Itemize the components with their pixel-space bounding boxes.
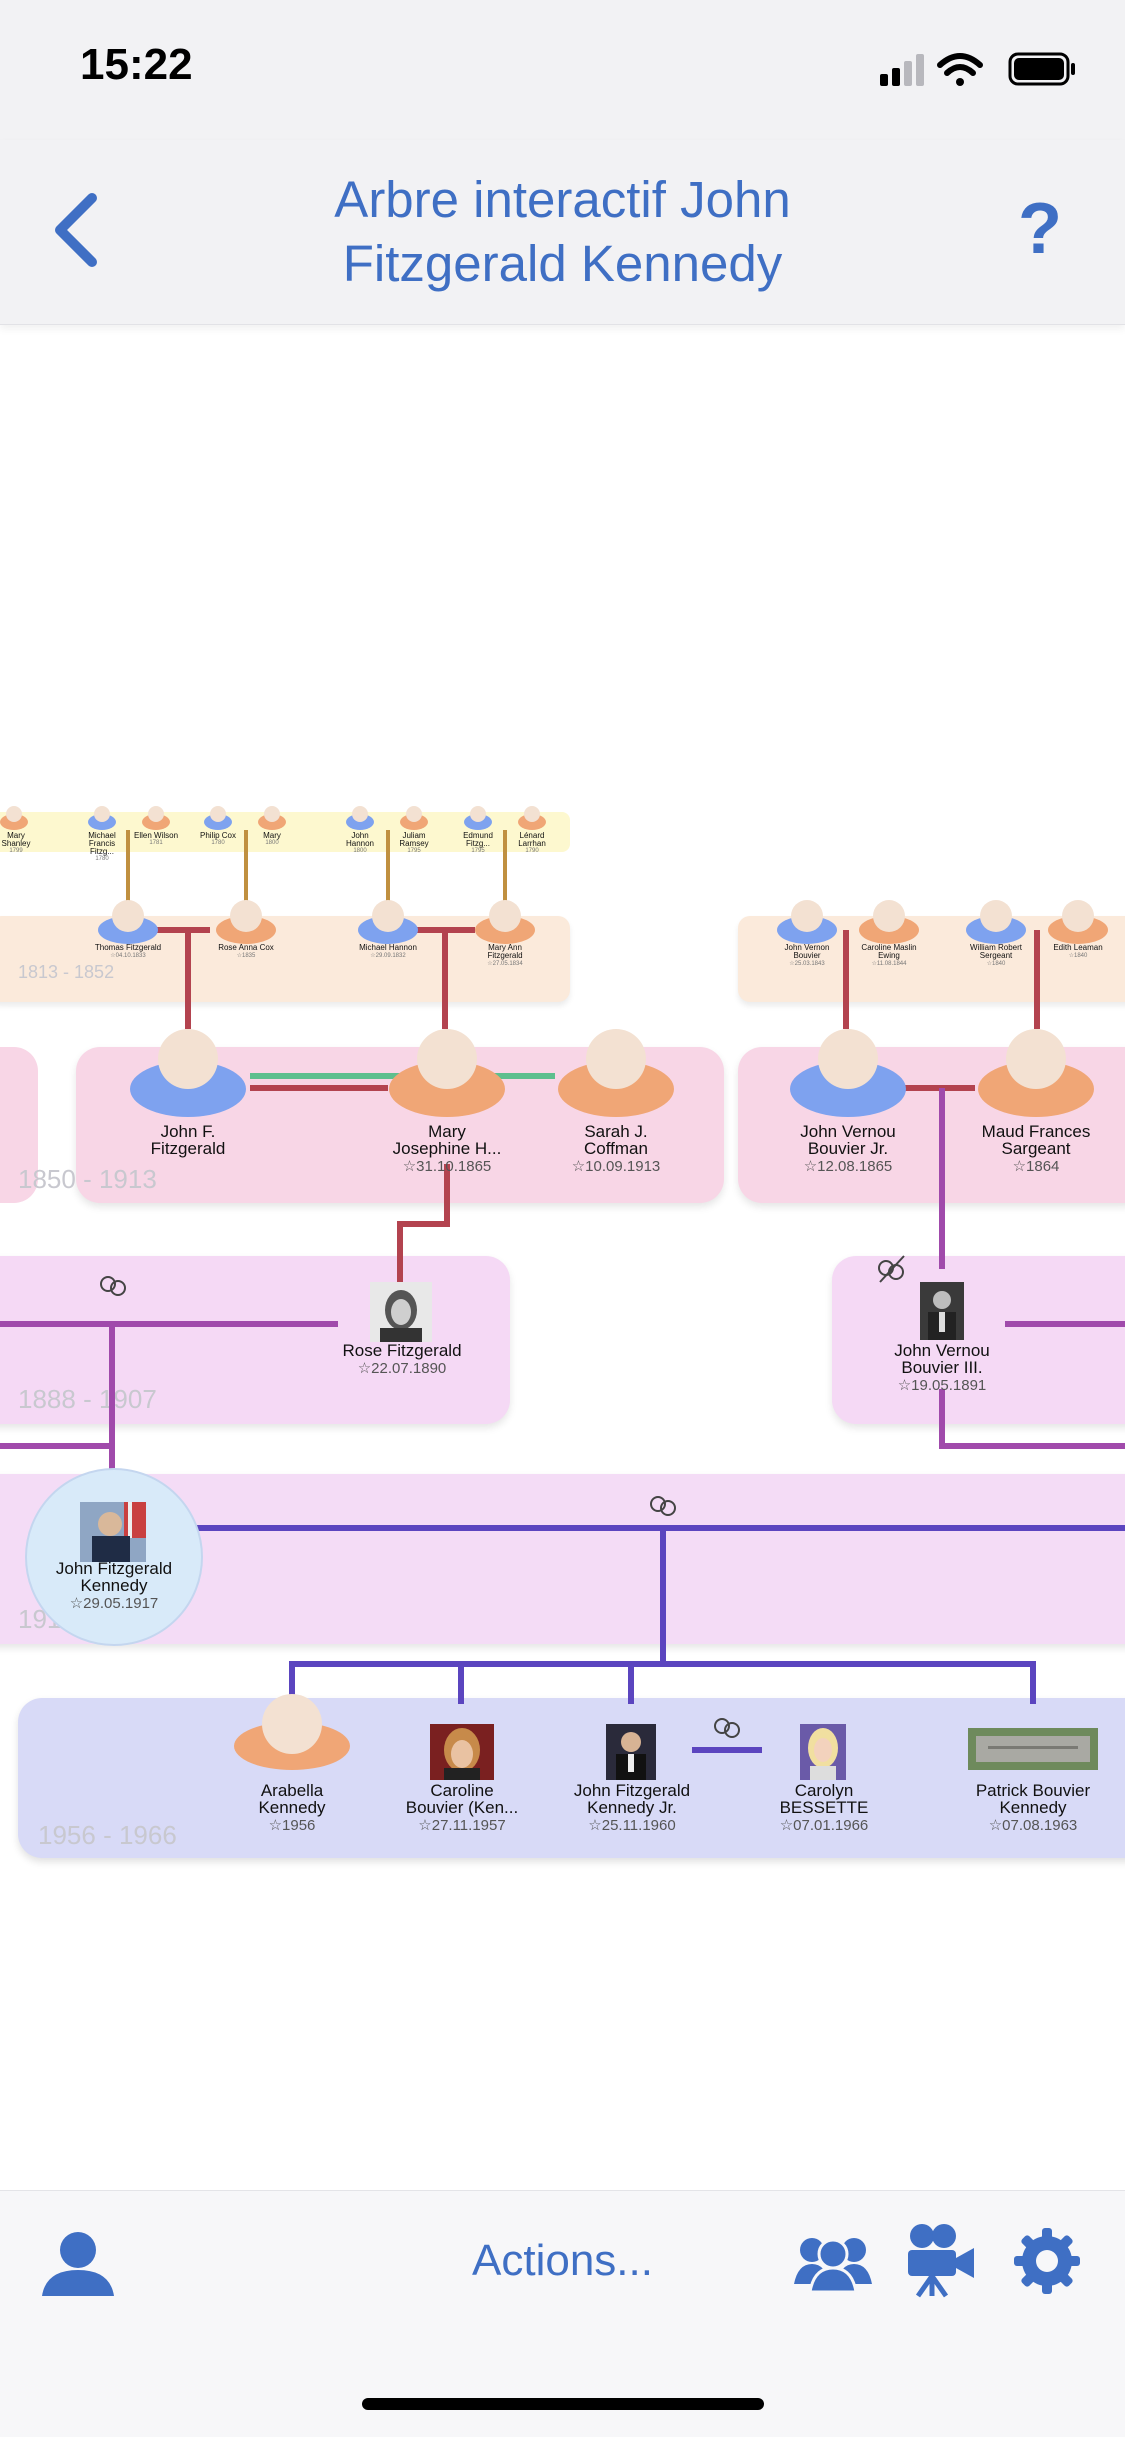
photo-rose-fitzgerald[interactable] <box>370 1282 432 1342</box>
female-avatar-icon <box>518 806 546 830</box>
group-icon[interactable] <box>794 2230 872 2292</box>
status-icons <box>880 52 1075 86</box>
male-avatar-icon <box>204 806 232 830</box>
generation-1-avatars <box>98 900 1108 944</box>
battery-icon <box>1008 52 1075 86</box>
family-tree-canvas[interactable]: 1813 - 1852 1850 - 1913 1888 - 1907 191 … <box>0 324 1125 2190</box>
female-avatar-icon <box>216 900 276 944</box>
person-michael-hannon[interactable]: Michael Hannon☆29.09.1832 <box>359 943 417 960</box>
generation-band-3-right <box>832 1256 1125 1424</box>
photo-john-fitzgerald-kennedy-jr[interactable] <box>606 1724 656 1780</box>
home-indicator[interactable] <box>362 2398 764 2410</box>
signal-icon <box>880 54 924 86</box>
wifi-icon <box>937 53 983 86</box>
actions-button[interactable]: Actions... <box>472 2236 653 2285</box>
person-rose-anna-cox[interactable]: Rose Anna Cox☆1835 <box>218 943 274 960</box>
female-avatar-icon <box>400 806 428 830</box>
generation-2-avatars <box>130 1029 1094 1117</box>
generation-years-1: 1813 - 1852 <box>18 962 115 982</box>
male-avatar-icon <box>346 806 374 830</box>
person-edith-leaman[interactable]: Edith Leaman☆1840 <box>1053 943 1103 960</box>
top-row-avatars <box>0 806 546 830</box>
person-william-robert-sergeant[interactable]: William Robert Sergeant☆1840 <box>969 943 1022 968</box>
navigation-bar <box>0 140 1125 325</box>
marriage-rings-icon <box>100 1276 126 1296</box>
female-avatar-icon <box>1048 900 1108 944</box>
generation-years-2: 1850 - 1913 <box>18 1164 157 1194</box>
status-bar <box>0 0 1125 140</box>
photo-patrick-bouvier-kennedy-grave[interactable] <box>968 1728 1098 1770</box>
back-chevron-icon[interactable] <box>50 190 110 270</box>
female-avatar-icon <box>475 900 535 944</box>
person-john-f-fitzgerald[interactable]: John F.Fitzgerald <box>150 1122 226 1158</box>
generation-band-2-edge <box>0 1047 38 1203</box>
photo-john-vernou-bouvier-iii[interactable] <box>920 1282 964 1340</box>
status-time: 15:22 <box>80 40 193 89</box>
person-john-vernon-bouvier[interactable]: John Vernon Bouvier☆25.03.1843 <box>784 943 830 968</box>
female-avatar-icon <box>142 806 170 830</box>
photo-john-fitzgerald-kennedy[interactable] <box>80 1502 146 1562</box>
generation-band-5 <box>18 1698 1125 1858</box>
male-avatar-icon <box>777 900 837 944</box>
female-avatar-icon <box>859 900 919 944</box>
marriage-rings-icon <box>714 1718 740 1738</box>
title-line-2: Fitzgerald Kennedy <box>342 235 783 292</box>
female-avatar-icon <box>978 1029 1094 1117</box>
divorced-rings-icon <box>878 1255 905 1283</box>
person-edmund-fitzgerald[interactable]: Edmund Fitzg...1795 <box>463 831 493 855</box>
female-avatar-icon <box>0 806 28 830</box>
female-avatar-icon <box>234 1694 350 1770</box>
female-avatar-icon <box>258 806 286 830</box>
photo-carolyn-bessette[interactable] <box>800 1724 846 1780</box>
generation-years-3: 1888 - 1907 <box>18 1384 157 1414</box>
help-icon[interactable]: ? <box>1018 189 1062 269</box>
male-avatar-icon <box>130 1029 246 1117</box>
male-avatar-icon <box>358 900 418 944</box>
marriage-rings-icon <box>650 1496 676 1516</box>
video-camera-icon[interactable] <box>904 2222 976 2298</box>
person-rose-fitzgerald[interactable]: Rose Fitzgerald☆22.07.1890 <box>342 1341 462 1377</box>
tree-connectors <box>0 830 1125 1753</box>
person-icon[interactable] <box>40 2228 116 2298</box>
male-avatar-icon <box>98 900 158 944</box>
male-avatar-icon <box>88 806 116 830</box>
generation-years-5: 1956 - 1966 <box>38 1820 177 1850</box>
male-avatar-icon <box>966 900 1026 944</box>
photo-caroline-bouvier[interactable] <box>430 1724 494 1780</box>
person-michael-francis-fitzgerald[interactable]: Michael Francis Fitzg...1780 <box>88 831 116 863</box>
female-avatar-icon <box>389 1029 505 1117</box>
male-avatar-icon <box>790 1029 906 1117</box>
person-thomas-fitzgerald[interactable]: Thomas Fitzgerald☆04.10.1833 <box>94 943 162 960</box>
female-avatar-icon <box>558 1029 674 1117</box>
person-mary-ann-fitzgerald[interactable]: Mary Ann Fitzgerald☆27.05.1834 <box>487 943 523 968</box>
title-line-1: Arbre interactif John <box>334 171 791 228</box>
page-title: Arbre interactif John Fitzgerald Kennedy <box>200 168 925 296</box>
male-avatar-icon <box>464 806 492 830</box>
gear-icon[interactable] <box>1012 2226 1082 2296</box>
person-caroline-maslin-ewing[interactable]: Caroline Maslin Ewing☆11.08.1844 <box>861 943 917 968</box>
person-sarah-coffman[interactable]: Sarah J.Coffman☆10.09.1913 <box>571 1122 661 1175</box>
